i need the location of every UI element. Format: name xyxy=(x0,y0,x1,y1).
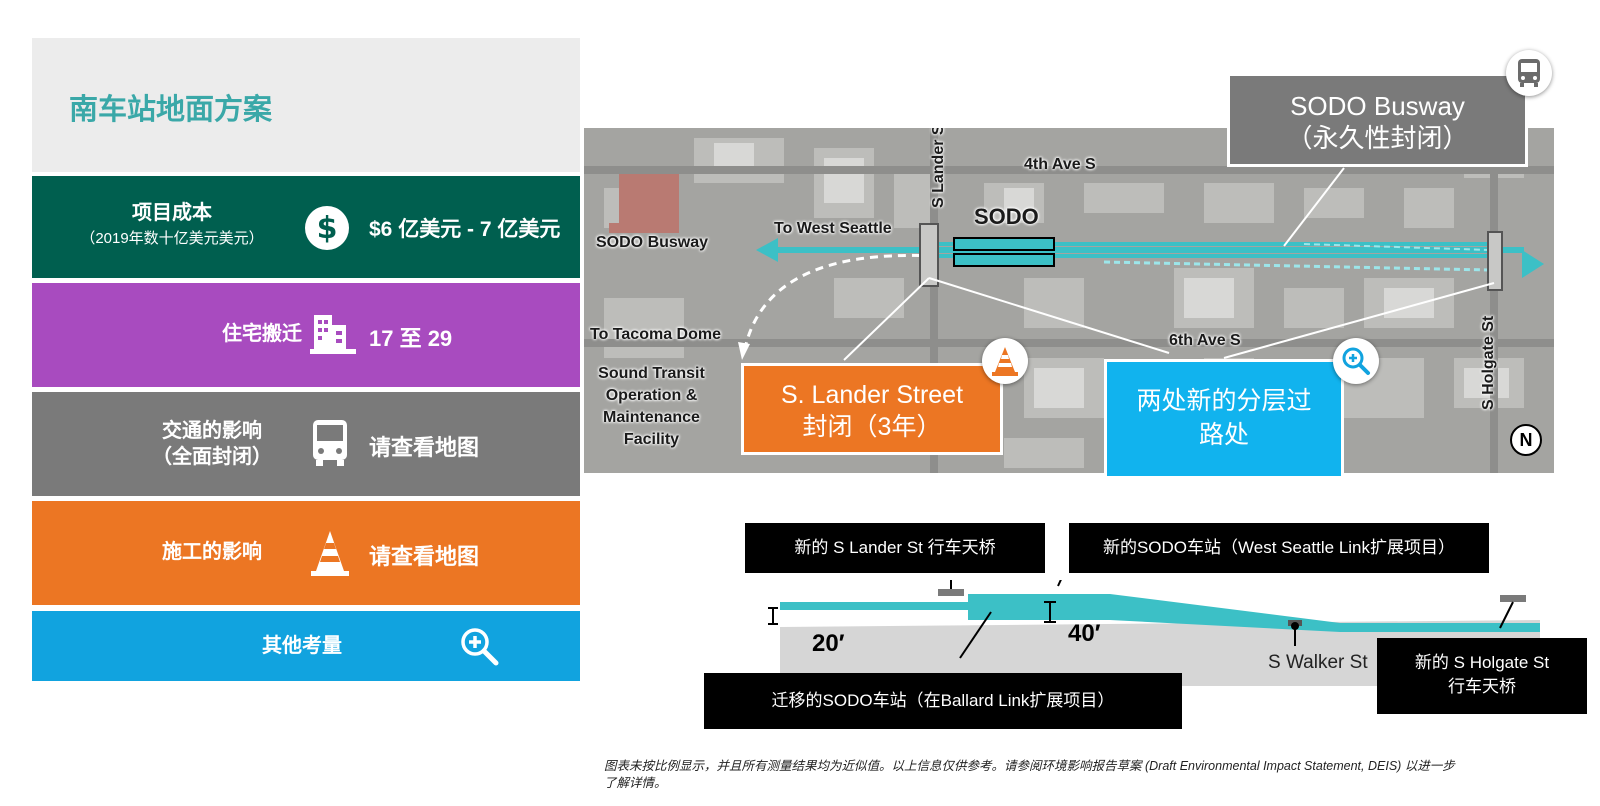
fourth-ave-label: 4th Ave S xyxy=(1024,156,1096,173)
elevation-profile xyxy=(768,580,1540,686)
bus-icon xyxy=(1518,59,1540,87)
to-west-seattle-label: To West Seattle xyxy=(774,220,892,237)
holgate-overpass-label: 新的 S Holgate St 行车天桥 xyxy=(1377,638,1587,714)
other-label: 其他考量 xyxy=(262,635,342,657)
magnifier-badge[interactable] xyxy=(1333,338,1379,384)
cost-label: 项目成本 xyxy=(132,202,212,224)
walker-st-label: S Walker St xyxy=(1268,652,1368,673)
svg-text:$: $ xyxy=(317,211,338,246)
dollar-icon: $ xyxy=(305,206,349,250)
bus-icon xyxy=(313,420,347,466)
height-20-label: 20′ xyxy=(812,630,845,657)
aerial-map: S Lander St 4th Ave S SODO To West Seatt… xyxy=(584,128,1554,473)
construction-label: 施工的影响 xyxy=(162,541,262,563)
page-title: 南车站地面方案 xyxy=(69,94,273,126)
s-holgate-st-label: S Holgate St xyxy=(1480,315,1497,410)
residential-label: 住宅搬迁 xyxy=(222,323,302,345)
map-background xyxy=(584,128,1554,473)
cost-row: 项目成本 （2019年数十亿美元美元） $ $6 亿美元 - 7 亿美元 xyxy=(32,176,580,278)
construction-value: 请查看地图 xyxy=(369,544,480,569)
residential-row: 住宅搬迁 17 至 29 xyxy=(32,283,580,387)
traffic-cone-icon xyxy=(992,347,1018,376)
traffic-value: 请查看地图 xyxy=(369,435,480,460)
new-sodo-station-label: 新的SODO车站（West Seattle Link扩展项目） xyxy=(1069,523,1489,573)
cost-value: $6 亿美元 - 7 亿美元 xyxy=(369,218,561,241)
disclaimer-note: 图表未按比例显示，并且所有测量结果均为近似值。以上信息仅供参考。请参阅环境影响报… xyxy=(604,759,1455,790)
north-arrow-icon: N xyxy=(1510,424,1542,456)
lander-callout: S. Lander Street 封闭（3年） xyxy=(741,363,1003,455)
bus-badge xyxy=(1506,50,1552,96)
traffic-row: 交通的影响 （全面封闭） 请查看地图 xyxy=(32,392,580,496)
other-row: 其他考量 xyxy=(32,611,580,681)
relocated-sodo-station-label: 迁移的SODO车站（在Ballard Link扩展项目） xyxy=(704,673,1182,729)
busway-callout: SODO Busway （永久性封闭） xyxy=(1227,73,1528,167)
residential-value: 17 至 29 xyxy=(369,326,453,351)
cost-sublabel: （2019年数十亿美元美元） xyxy=(80,230,264,247)
sodo-station-label: SODO xyxy=(974,204,1039,229)
magnifier-plus-icon[interactable] xyxy=(460,627,500,667)
om-facility-label: Sound Transit Operation & Maintenance Fa… xyxy=(598,365,705,448)
magnifier-plus-icon xyxy=(1342,347,1370,375)
s-lander-st-label: S Lander St xyxy=(930,128,947,208)
sixth-ave-label: 6th Ave S xyxy=(1169,332,1241,349)
grade-separation-callout: 两处新的分层过 路处 xyxy=(1104,359,1344,479)
building-icon xyxy=(310,315,356,354)
construction-row: 施工的影响 请查看地图 xyxy=(32,501,580,605)
cone-badge xyxy=(982,338,1028,384)
traffic-label: 交通的影响 xyxy=(162,420,262,442)
lander-overpass-label: 新的 S Lander St 行车天桥 xyxy=(745,523,1045,573)
sodo-busway-label: SODO Busway xyxy=(596,234,709,251)
traffic-cone-icon xyxy=(311,531,349,576)
traffic-sublabel: （全面封闭） xyxy=(152,446,272,468)
height-40-label: 40′ xyxy=(1068,620,1101,647)
title-box: 南车站地面方案 xyxy=(32,38,580,172)
to-tacoma-dome-label: To Tacoma Dome xyxy=(590,326,721,343)
